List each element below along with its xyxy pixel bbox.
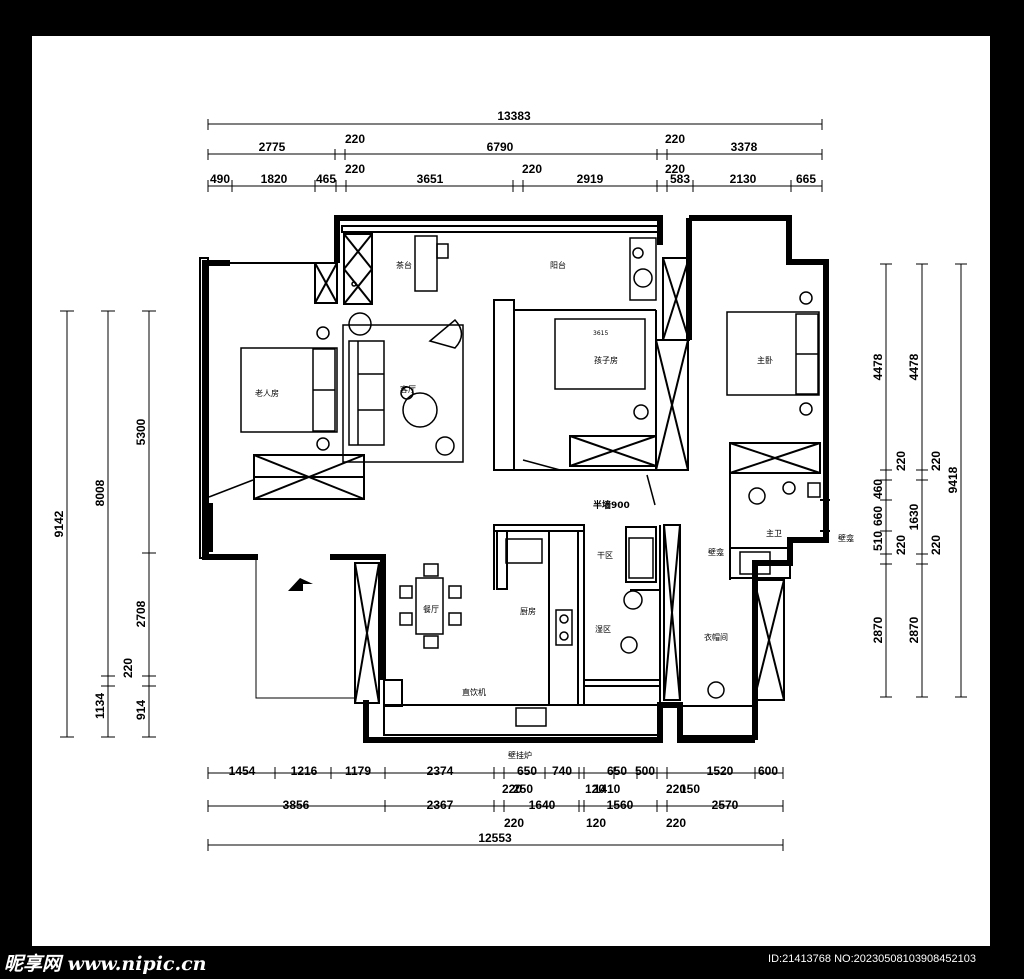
svg-text:220: 220 [929,535,943,555]
svg-text:1820: 1820 [261,172,288,186]
niche-left: 壁龛 [708,547,724,557]
svg-text:220: 220 [522,162,542,176]
svg-text:650: 650 [607,764,627,778]
svg-text:2870: 2870 [871,616,885,643]
svg-text:2367: 2367 [427,798,454,812]
svg-text:150: 150 [680,782,700,796]
svg-text:2919: 2919 [577,172,604,186]
svg-text:1630: 1630 [907,503,921,530]
room-master: 主卧 [757,355,773,365]
kid-dim: 3615 [593,330,608,337]
dims-right-text: 4478 510 660 460 2870 220 220 4478 220 1… [871,353,960,643]
room-dry: 干区 [597,551,613,560]
dims-top-text: 13383 2775 220 6790 220 3378 490 1820 46… [210,109,816,186]
svg-text:220: 220 [666,782,686,796]
room-tea: 茶台 [396,260,412,270]
svg-text:1410: 1410 [594,782,621,796]
room-dining: 餐厅 [423,605,439,614]
drawing-sheet: 茶台 阳台 老人房 客厅 3615 孩子房 主卧 半墙900 干区 主卫 壁龛 … [32,36,990,946]
floor-plan: 茶台 阳台 老人房 客厅 3615 孩子房 主卧 半墙900 干区 主卫 壁龛 … [52,109,967,851]
svg-text:1216: 1216 [291,764,318,778]
svg-text:3856: 3856 [283,798,310,812]
svg-text:1179: 1179 [345,764,371,778]
half-wall-label: 半墙900 [593,499,630,511]
svg-text:220: 220 [666,816,686,830]
room-master-bath: 主卫 [766,528,782,538]
svg-text:500: 500 [635,764,655,778]
svg-text:220: 220 [345,132,365,146]
svg-text:120: 120 [586,816,606,830]
svg-text:120: 120 [585,782,605,796]
svg-text:220: 220 [929,451,943,471]
svg-text:600: 600 [758,764,778,778]
room-elder: 老人房 [255,388,279,398]
room-balcony: 阳台 [550,260,566,270]
dimension-lines-left [60,310,156,738]
svg-text:12553: 12553 [478,831,512,845]
svg-text:2374: 2374 [427,764,454,778]
svg-text:220: 220 [345,162,365,176]
svg-text:1134: 1134 [93,693,107,719]
svg-text:4478: 4478 [907,353,921,380]
svg-text:9418: 9418 [946,466,960,493]
room-labels: 茶台 阳台 老人房 客厅 3615 孩子房 主卧 半墙900 干区 主卫 壁龛 … [255,260,854,760]
dims-left-text: 9142 8008 5300 2708 220 1134 914 [52,418,148,720]
svg-text:1520: 1520 [707,764,734,778]
svg-text:13383: 13383 [497,109,531,123]
dimension-lines-top [207,119,823,192]
svg-text:220: 220 [121,658,135,678]
svg-text:2570: 2570 [712,798,739,812]
entry-area [255,560,355,699]
svg-text:9142: 9142 [52,510,66,537]
svg-text:6790: 6790 [487,140,514,154]
svg-text:220: 220 [894,451,908,471]
dimension-lines-bottom [207,767,784,851]
furniture [208,235,821,727]
svg-text:220: 220 [502,782,522,796]
watermark-logo: 昵享网 www.nipic.cn [4,953,207,975]
niche-right: 壁龛 [838,533,854,543]
inner-walls [199,218,830,737]
room-kitchen: 厨房 [520,606,536,616]
svg-text:490: 490 [210,172,230,186]
svg-text:3378: 3378 [731,140,758,154]
room-wet: 湿区 [595,625,611,634]
svg-text:1454: 1454 [229,764,256,778]
svg-text:460: 460 [871,479,885,499]
entry-arrow-icon [288,578,313,591]
image-id-text: ID:21413768 NO:20230508103908452103 [768,953,976,965]
svg-text:8008: 8008 [93,479,107,506]
svg-text:650: 650 [517,764,537,778]
dispenser-label: 直饮机 [462,687,486,697]
svg-text:740: 740 [552,764,572,778]
boiler-label: 壁挂炉 [508,750,532,760]
dims-bottom-text: 1454 1216 1179 2374 220 650 740 120 650 … [229,764,779,845]
svg-text:914: 914 [134,700,148,720]
svg-text:5300: 5300 [134,418,148,445]
room-living: 客厅 [400,384,416,394]
svg-text:2130: 2130 [730,172,757,186]
room-closet: 衣帽间 [704,632,728,642]
svg-text:2775: 2775 [259,140,286,154]
svg-text:220: 220 [665,162,685,176]
svg-text:220: 220 [504,816,524,830]
svg-text:660: 660 [871,506,885,526]
svg-text:3651: 3651 [417,172,444,186]
svg-text:220: 220 [894,535,908,555]
svg-text:1640: 1640 [529,798,556,812]
svg-text:510: 510 [871,531,885,551]
room-kid: 孩子房 [594,355,618,365]
svg-text:220: 220 [665,132,685,146]
svg-text:4478: 4478 [871,353,885,380]
dimension-lines-right [880,263,967,698]
svg-text:465: 465 [316,172,336,186]
svg-text:250: 250 [513,782,533,796]
walls [202,215,829,743]
svg-text:665: 665 [796,172,816,186]
svg-text:2708: 2708 [134,600,148,627]
svg-text:2870: 2870 [907,616,921,643]
svg-text:583: 583 [670,172,690,186]
svg-text:1560: 1560 [607,798,634,812]
